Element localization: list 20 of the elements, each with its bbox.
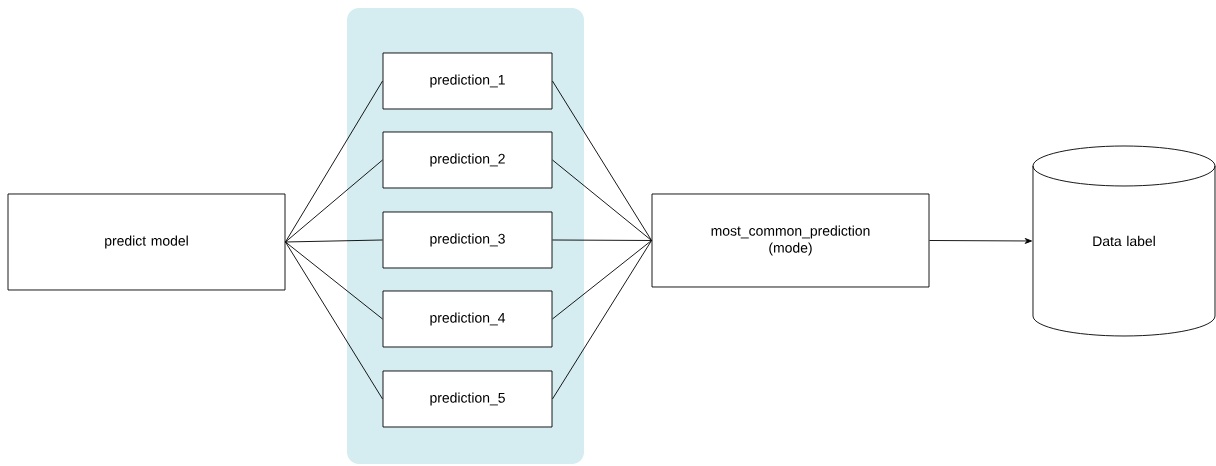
process-box: predict model (7, 193, 286, 291)
process-box: prediction_1 (382, 52, 553, 110)
connector-line (552, 80, 652, 241)
connector-line (285, 80, 383, 243)
connector-line (285, 241, 383, 320)
process-box: prediction_2 (382, 131, 553, 189)
connector-line (552, 240, 652, 320)
connector-line (552, 239, 652, 241)
connector-line (285, 241, 383, 400)
node-label: Data label (1093, 235, 1155, 247)
process-box: prediction_3 (382, 211, 553, 269)
process-box: prediction_4 (382, 290, 553, 348)
process-box: prediction_5 (382, 370, 553, 428)
connector-line (285, 239, 383, 243)
arrow (929, 238, 1032, 244)
process-box: most_common_prediction (mode) (651, 193, 930, 288)
connector-line (285, 159, 383, 243)
connector-line (552, 159, 652, 241)
database-cylinder: Data label (1032, 145, 1216, 337)
connector-line (552, 240, 652, 400)
